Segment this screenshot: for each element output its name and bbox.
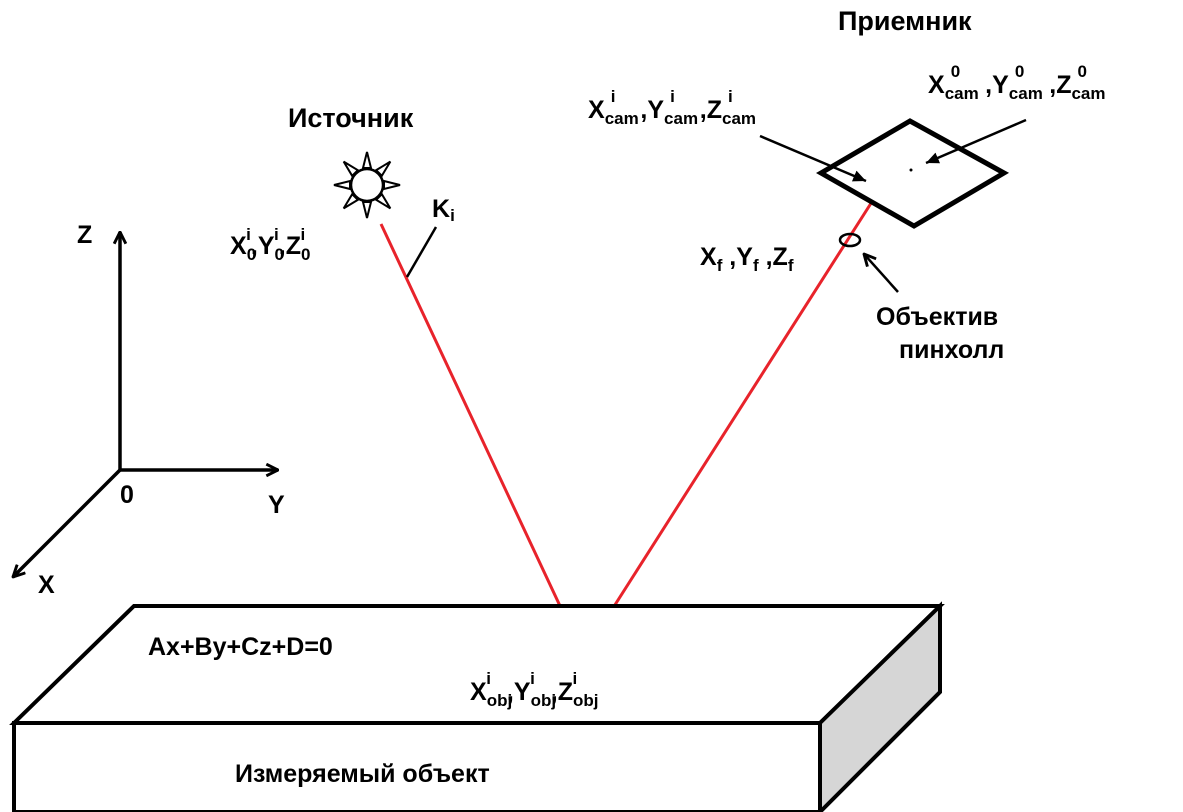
z-axis-label: Z xyxy=(77,221,92,249)
receiver-label: Приемник xyxy=(838,6,972,36)
lens-leader xyxy=(864,254,899,293)
x-axis-label: X xyxy=(38,571,55,599)
lens-label-line1: Объектив xyxy=(876,303,998,331)
measured-object-label: Измеряемый объект xyxy=(235,760,490,788)
ray-label: Ki xyxy=(432,195,455,225)
pinhole-lens-icon xyxy=(838,232,862,248)
coordinate-axes: Z Y X 0 xyxy=(13,221,285,599)
light-ray xyxy=(379,185,884,659)
origin-label: 0 xyxy=(120,481,134,509)
measured-object-box xyxy=(9,601,945,812)
plane-equation: Ax+By+Cz+D=0 xyxy=(148,633,333,661)
focus-coordinates: Xf ,Yf ,Zf xyxy=(700,243,794,275)
x-axis xyxy=(13,468,122,577)
source-label: Источник xyxy=(288,103,414,133)
receiver-sensor xyxy=(815,118,1010,229)
source-coordinates: X0i,Y0i,Z0i xyxy=(230,225,310,264)
object-point-coordinates: Xobji,Yobji,Zobji xyxy=(470,669,599,710)
ray-label-leader xyxy=(405,226,438,278)
light-source-icon xyxy=(333,151,401,219)
camera-origin-leader xyxy=(925,118,1027,165)
camera-point-leader xyxy=(759,134,867,183)
box-front-face xyxy=(12,721,822,812)
camera-origin-coordinates: Xcam0 ,Ycam0 ,Zcam0 xyxy=(928,62,1106,103)
y-axis-label: Y xyxy=(268,491,285,519)
lens-label-line2: пинхолл xyxy=(899,336,1004,364)
camera-point-coordinates: Xcami ,Ycami ,Zcami xyxy=(588,87,756,128)
sensor-center-dot xyxy=(909,168,913,172)
